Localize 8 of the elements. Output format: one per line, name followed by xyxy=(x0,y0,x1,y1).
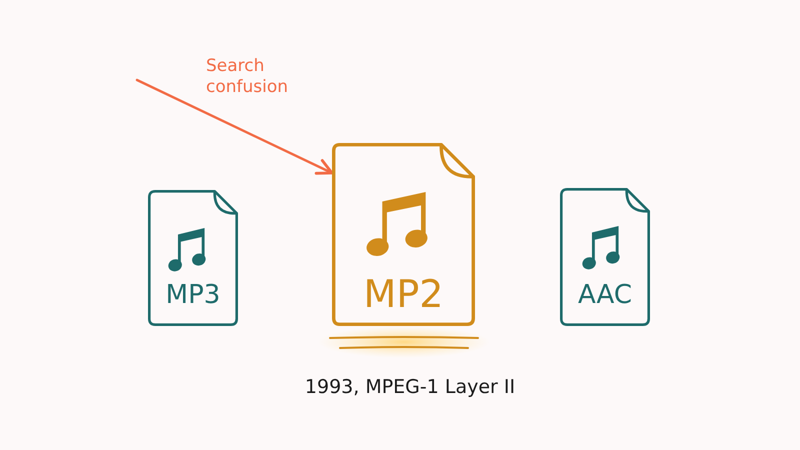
audio-file-document xyxy=(560,188,650,326)
format-label: AAC xyxy=(577,282,633,308)
arrow xyxy=(136,78,334,175)
caption-text: 1993, MPEG-1 Layer II xyxy=(304,376,516,399)
audio-file-document xyxy=(332,143,475,326)
format-label: MP3 xyxy=(164,282,222,308)
format-label: MP2 xyxy=(362,275,444,313)
audio-file-document xyxy=(148,190,238,326)
